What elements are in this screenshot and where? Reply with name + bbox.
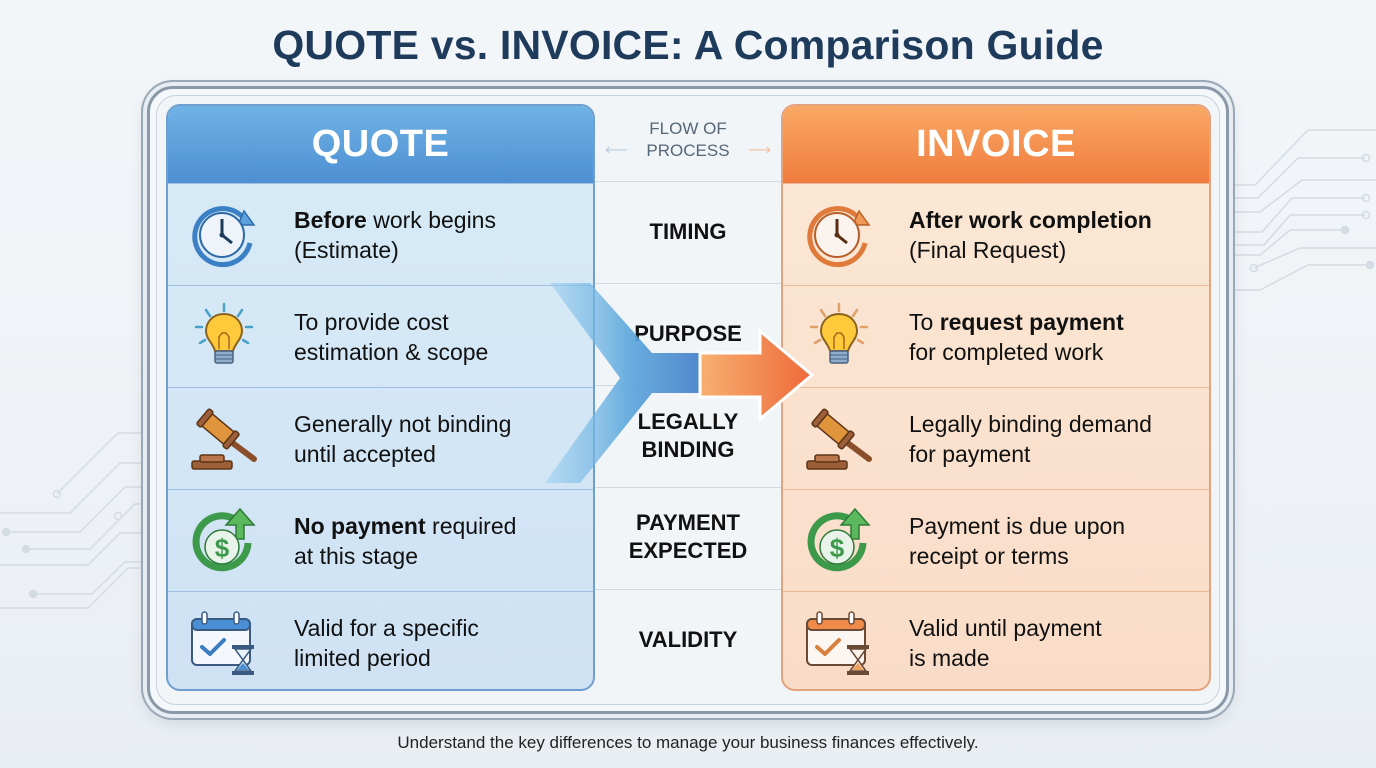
row-text: until accepted [294, 440, 436, 467]
quote-row-legally-binding: Generally not binding until accepted [168, 387, 593, 489]
clock-icon [807, 205, 871, 267]
quote-row-validity: Valid for a specific limited period [168, 591, 593, 689]
clock-icon [192, 205, 256, 267]
lightbulb-icon [809, 302, 869, 364]
criterion-label: VALIDITY [638, 627, 738, 652]
invoice-row-timing: After work completion (Final Request) [783, 183, 1209, 285]
row-text: receipt or terms [909, 542, 1069, 569]
quote-column: QUOTE Before work begins (Estimate) [166, 104, 595, 691]
criterion-legally-binding: LEGALLY BINDING [595, 408, 781, 464]
emphasis-text: request payment [939, 308, 1124, 335]
invoice-row-purpose: To request payment for completed work [783, 285, 1209, 387]
criterion-label: PAYMENT [636, 510, 740, 535]
criterion-validity: VALIDITY [595, 626, 781, 654]
divider [595, 487, 781, 488]
invoice-header: INVOICE [783, 106, 1209, 183]
criteria-column: ⟵ FLOW OF PROCESS ⟶ TIMING PURPOSE LEGAL… [595, 104, 781, 691]
row-text: Payment is due upon [909, 512, 1126, 539]
arrow-left-icon: ⟵ [605, 142, 628, 159]
row-text: (Final Request) [909, 236, 1067, 263]
divider [595, 181, 781, 182]
svg-text:$: $ [215, 533, 230, 563]
gavel-icon [191, 408, 257, 470]
footer-caption: Understand the key differences to manage… [397, 733, 979, 752]
dollar-refresh-icon: $ [192, 507, 256, 571]
quote-row-timing: Before work begins (Estimate) [168, 183, 593, 285]
row-text: limited period [294, 644, 431, 671]
row-text: for payment [909, 440, 1031, 467]
invoice-column: INVOICE After work completion (Final Req… [781, 104, 1211, 691]
row-text: work begins [366, 206, 496, 233]
divider [595, 589, 781, 590]
invoice-row-payment-expected: $ Payment is due upon receipt or terms [783, 489, 1209, 591]
criterion-label: PURPOSE [634, 321, 742, 346]
row-text: Legally binding demand [909, 410, 1152, 437]
row-text: is made [909, 644, 990, 671]
criterion-payment-expected: PAYMENT EXPECTED [595, 509, 781, 565]
flow-label-line1: FLOW OF [649, 119, 727, 138]
calendar-hourglass-icon [191, 610, 254, 675]
criterion-label: EXPECTED [628, 538, 748, 563]
row-text: (Estimate) [294, 236, 399, 263]
divider [595, 283, 781, 284]
criterion-label: BINDING [641, 437, 735, 462]
quote-row-purpose: To provide cost estimation & scope [168, 285, 593, 387]
criterion-purpose: PURPOSE [595, 320, 781, 348]
row-text: Valid for a specific [294, 614, 479, 641]
dollar-refresh-icon: $ [807, 507, 871, 571]
lightbulb-icon [194, 302, 254, 364]
criterion-timing: TIMING [595, 218, 781, 246]
calendar-hourglass-icon [806, 610, 869, 675]
row-text: To provide cost [294, 308, 449, 335]
row-text: for completed work [909, 338, 1104, 365]
row-text: estimation & scope [294, 338, 489, 365]
row-text: at this stage [294, 542, 419, 569]
arrow-right-icon: ⟶ [748, 142, 771, 159]
row-text: Generally not binding [294, 410, 512, 437]
quote-header: QUOTE [168, 106, 593, 183]
quote-row-payment-expected: $ No payment required at this stage [168, 489, 593, 591]
emphasis-text: After work completion [909, 206, 1152, 233]
gavel-icon [806, 408, 872, 470]
svg-text:$: $ [830, 533, 845, 563]
page-title: QUOTE vs. INVOICE: A Comparison Guide [272, 22, 1104, 68]
criterion-label: TIMING [649, 219, 727, 244]
flow-label-line2: PROCESS [646, 141, 730, 160]
row-text: required [425, 512, 517, 539]
emphasis-text: No payment [294, 512, 426, 539]
invoice-row-validity: Valid until payment is made [783, 591, 1209, 689]
criterion-label: LEGALLY [637, 409, 739, 434]
emphasis-text: Before [294, 206, 367, 233]
flow-of-process-label: FLOW OF PROCESS [595, 118, 781, 162]
row-text: Valid until payment [909, 614, 1102, 641]
divider [595, 385, 781, 386]
row-text: To [909, 308, 940, 335]
invoice-row-legally-binding: Legally binding demand for payment [783, 387, 1209, 489]
